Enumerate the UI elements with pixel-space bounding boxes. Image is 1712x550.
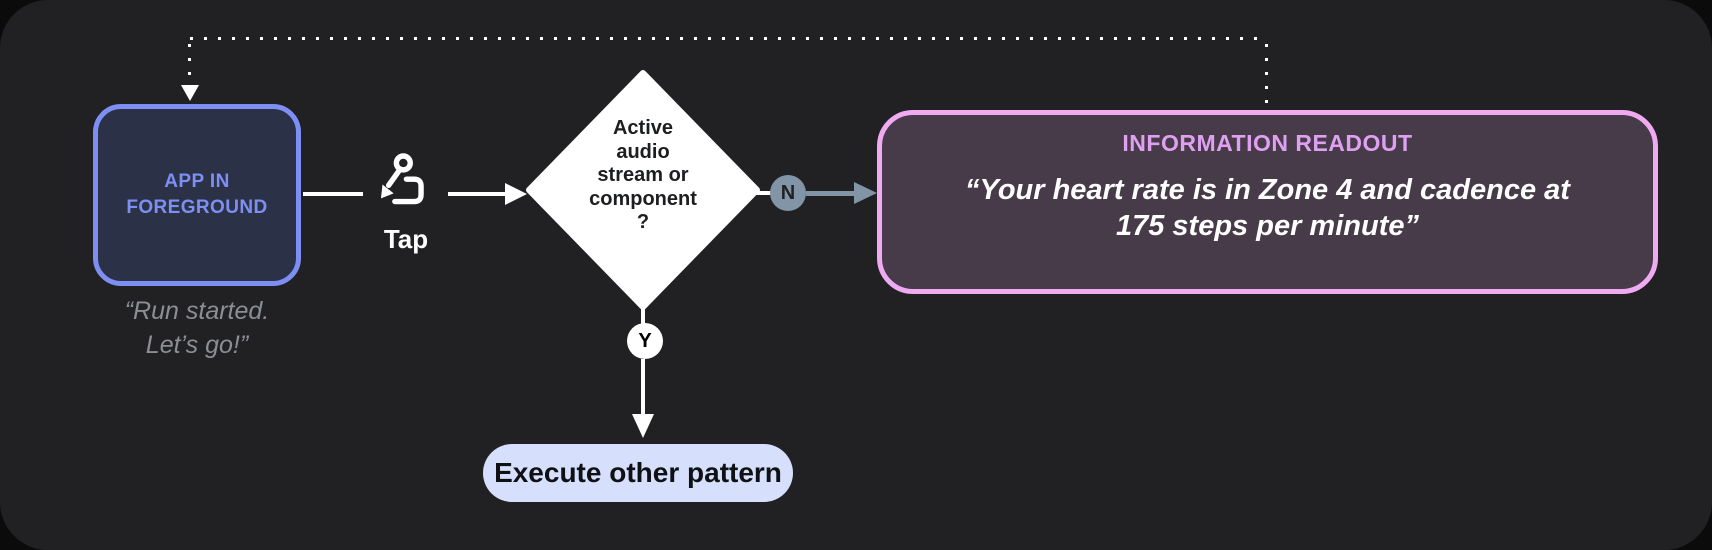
branch-no-badge: N bbox=[770, 175, 806, 211]
decision-line-4: component bbox=[589, 187, 697, 210]
feedback-dotted-line-horizontal bbox=[190, 37, 1268, 40]
feedback-arrowhead-icon bbox=[181, 85, 199, 101]
branch-yes-badge: Y bbox=[627, 323, 663, 359]
decision-label: Active audio stream or component ? bbox=[558, 117, 728, 235]
connector-decision-to-n bbox=[750, 191, 772, 195]
tap-label: Tap bbox=[383, 224, 429, 254]
node-app-label-line1: APP IN bbox=[164, 171, 230, 192]
feedback-dotted-line-right bbox=[1265, 44, 1268, 106]
readout-body-line2: 175 steps per minute” bbox=[1115, 210, 1419, 242]
connector-start-to-tap bbox=[303, 192, 363, 196]
arrowhead-into-execute-icon bbox=[632, 414, 654, 438]
node-information-readout: INFORMATION READOUT “Your heart rate is … bbox=[877, 110, 1658, 294]
connector-y-to-execute bbox=[641, 359, 645, 415]
readout-title: INFORMATION READOUT bbox=[1122, 130, 1413, 156]
node-app-label-line2: FOREGROUND bbox=[126, 197, 268, 218]
branch-no-label: N bbox=[780, 181, 796, 204]
start-caption-line1: “Run started. bbox=[124, 297, 270, 325]
arrowhead-into-readout-icon bbox=[854, 182, 877, 204]
readout-body: “Your heart rate is in Zone 4 and cadenc… bbox=[965, 172, 1570, 244]
start-caption: “Run started. Let’s go!” bbox=[57, 294, 337, 362]
connector-tap-to-decision bbox=[448, 192, 506, 196]
branch-yes-label: Y bbox=[638, 329, 652, 352]
tap-gesture-icon bbox=[380, 153, 424, 205]
arrowhead-into-decision-icon bbox=[505, 183, 527, 205]
connector-decision-to-y bbox=[641, 304, 645, 324]
node-execute-other-pattern: Execute other pattern bbox=[483, 444, 793, 502]
execute-label: Execute other pattern bbox=[494, 457, 782, 488]
connector-n-to-readout bbox=[806, 191, 856, 196]
start-caption-line2: Let’s go!” bbox=[145, 331, 249, 359]
decision-line-3: stream or bbox=[597, 164, 689, 186]
decision-line-1: Active bbox=[612, 117, 674, 139]
decision-line-5: ? bbox=[636, 211, 650, 233]
node-app-in-foreground: APP IN FOREGROUND bbox=[93, 104, 301, 286]
feedback-dotted-line-left bbox=[188, 44, 191, 84]
decision-line-2: audio bbox=[616, 140, 670, 163]
readout-body-line1: “Your heart rate is in Zone 4 and cadenc… bbox=[965, 174, 1570, 206]
